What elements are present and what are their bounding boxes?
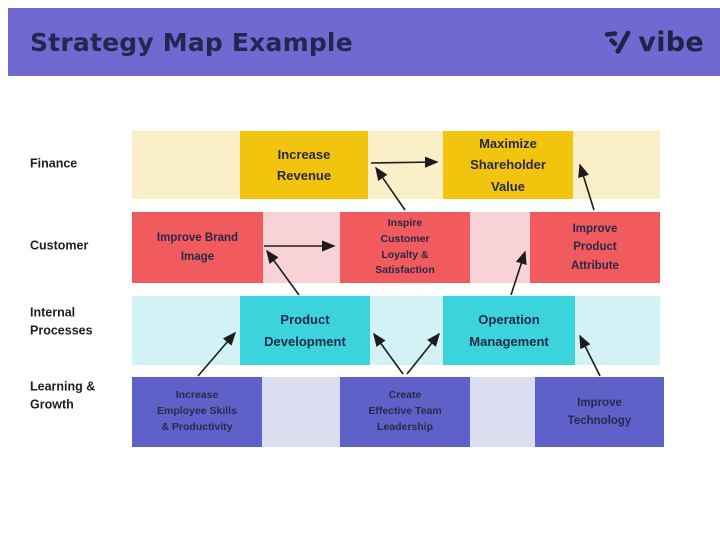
header-bar: Strategy Map Example vibe (8, 8, 720, 76)
box-create-effective-team-leadership: Create Effective Team Leadership (340, 377, 470, 447)
vibe-logo-icon (604, 30, 631, 55)
internal-processes-label: Internal Processes (30, 305, 93, 338)
brand-logo: vibe (604, 27, 704, 58)
box-product-development: Product Development (240, 296, 370, 365)
box-increase-employee-skills: Increase Employee Skills & Productivity (132, 377, 262, 447)
box-improve-brand-image: Improve Brand Image (132, 212, 263, 283)
finance-band (132, 131, 660, 199)
box-operation-management: Operation Management (443, 296, 575, 365)
customer-label: Customer (30, 238, 89, 253)
box-improve-product-attribute: Improve Product Attribute (530, 212, 660, 283)
finance-label: Finance (30, 156, 78, 171)
brand-name: vibe (638, 26, 704, 58)
internal-processes-band (132, 296, 660, 365)
page-title: Strategy Map Example (30, 27, 353, 57)
box-improve-technology: Improve Technology (535, 377, 664, 447)
box-increase-revenue: Increase Revenue (240, 131, 368, 199)
box-maximize-shareholder-value: Maximize Shareholder Value (443, 131, 573, 199)
learning-growth-label: Learning & Growth (30, 379, 96, 412)
box-inspire-customer-loyalty: Inspire Customer Loyalty & Satisfaction (340, 212, 470, 283)
